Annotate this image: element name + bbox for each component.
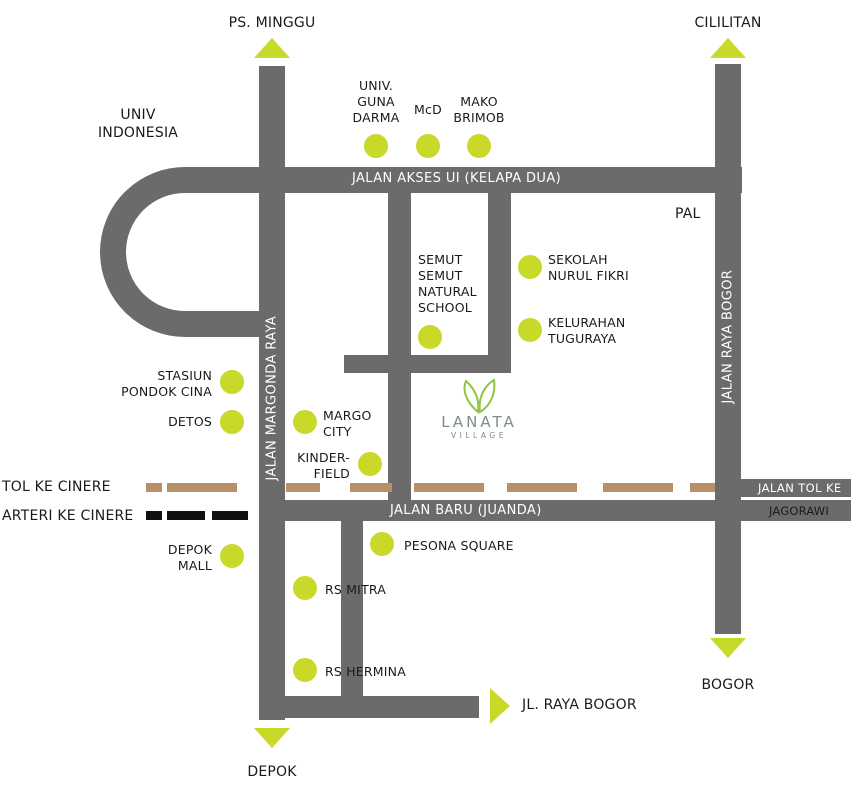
lanata-logo-name: LANATA	[441, 413, 517, 431]
direction-jl-raya-bogor: JL. RAYA BOGOR	[522, 697, 637, 713]
road-bottom	[259, 696, 479, 718]
legend-arteri-ke-cinere: ARTERI KE CINERE	[2, 508, 134, 524]
poi-mako-brimob-dot	[467, 134, 491, 158]
poi-label-sekolah-nurul-fikri: SEKOLAH NURUL FIKRI	[548, 252, 629, 283]
arrow-down-depok-icon	[254, 728, 290, 748]
road-ui-loop	[100, 167, 272, 337]
poi-detos-dot	[220, 410, 244, 434]
poi-rs-mitra-dot	[293, 576, 317, 600]
poi-sekolah-nurul-fikri-dot	[518, 255, 542, 279]
road-inner-horizontal	[344, 355, 511, 373]
poi-label-stasiun-pondok-cina: STASIUN PONDOK CINA	[121, 368, 212, 399]
arrow-up-cililitan-icon	[710, 38, 746, 58]
direction-bogor: BOGOR	[701, 677, 755, 693]
arrow-right-jl-raya-bogor-icon	[490, 688, 510, 724]
poi-label-guna-darma: UNIV. GUNA DARMA	[352, 78, 400, 125]
poi-label-mcd: McD	[414, 102, 442, 117]
road-margonda	[259, 66, 285, 720]
poi-semut-semut-dot	[418, 325, 442, 349]
direction-cililitan: CILILITAN	[694, 15, 762, 31]
area-pal: PAL	[675, 206, 701, 222]
poi-depok-mall-dot	[220, 544, 244, 568]
lanata-logo-tagline: VILLAGE	[451, 431, 507, 440]
poi-mcd-dot	[416, 134, 440, 158]
arrow-up-ps-minggu-icon	[254, 38, 290, 58]
poi-label-kinderfield: KINDER- FIELD	[297, 450, 350, 481]
lanata-leaf-icon	[463, 378, 496, 414]
road-label-akses-ui: JALAN AKSES UI (KELAPA DUA)	[352, 171, 562, 186]
poi-label-mako-brimob: MAKO BRIMOB	[453, 94, 505, 125]
poi-label-rs-hermina: RS HERMINA	[325, 664, 406, 679]
road-label-margonda: JALAN MARGONDA RAYA	[264, 315, 280, 481]
road-tol-jagorawi	[741, 479, 851, 497]
direction-ps-minggu: PS. MINGGU	[228, 15, 316, 31]
poi-label-detos: DETOS	[168, 414, 212, 429]
poi-label-depok-mall: DEPOK MALL	[167, 542, 212, 573]
poi-guna-darma-dot	[364, 134, 388, 158]
poi-kinderfield-dot	[358, 452, 382, 476]
poi-label-kelurahan-tuguraya: KELURAHAN TUGURAYA	[548, 315, 626, 346]
legend-tol-ke-cinere: TOL KE CINERE	[2, 479, 111, 495]
road-lower-vertical	[341, 510, 363, 717]
poi-pesona-square-dot	[370, 532, 394, 556]
poi-label-rs-mitra: RS MITRA	[325, 582, 387, 597]
poi-rs-hermina-dot	[293, 658, 317, 682]
poi-margo-city-dot	[293, 410, 317, 434]
poi-label-margo-city: MARGO CITY	[323, 408, 372, 439]
poi-kelurahan-tuguraya-dot	[518, 318, 542, 342]
arteri-ke-cinere-line	[146, 511, 248, 520]
poi-label-pesona-square: PESONA SQUARE	[404, 538, 514, 553]
road-inner-right	[488, 180, 511, 372]
road-label-baru-juanda: JALAN BARU (JUANDA)	[390, 503, 542, 518]
poi-stasiun-pondok-cina-dot	[220, 370, 244, 394]
road-label-raya-bogor: JALAN RAYA BOGOR	[720, 269, 736, 404]
tol-ke-cinere-line	[146, 483, 715, 492]
poi-label-semut-semut: SEMUT SEMUT NATURAL SCHOOL	[418, 252, 477, 315]
arrow-down-bogor-icon	[710, 638, 746, 658]
road-raya-bogor	[715, 64, 741, 634]
area-univ-indonesia: UNIV INDONESIA	[97, 107, 179, 141]
direction-depok: DEPOK	[247, 764, 297, 780]
road-label-tol-ke: JALAN TOL KE	[758, 481, 842, 495]
road-label-jagorawi: JAGORAWI	[769, 504, 829, 518]
road-inner-vertical	[388, 180, 411, 510]
